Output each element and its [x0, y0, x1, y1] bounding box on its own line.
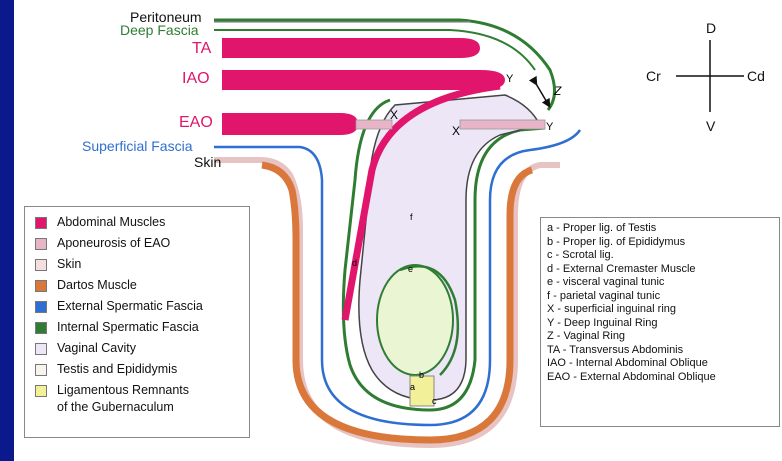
orientation-dorsal: D [706, 20, 716, 36]
iao-muscle [222, 70, 505, 90]
orientation-ventral: V [706, 118, 715, 134]
key-line: f - parietal vaginal tunic [547, 290, 773, 304]
orientation-caudal: Cd [747, 68, 765, 84]
label-deep-fascia: Deep Fascia [120, 23, 199, 37]
label-x-inner: X [452, 124, 460, 138]
label-a: a [410, 380, 415, 394]
key-line: X - superficial inguinal ring [547, 303, 773, 317]
swatch-dartos [35, 280, 47, 292]
label-x-superficial: X [390, 108, 398, 122]
label-superficial-fascia: Superficial Fascia [82, 139, 193, 153]
label-eao: EAO [179, 116, 213, 130]
swatch-internal-spermatic [35, 322, 47, 334]
key-line: e - visceral vaginal tunic [547, 276, 773, 290]
abbreviation-key: a - Proper lig. of Testis b - Proper lig… [540, 217, 780, 427]
label-y-ring: Y [546, 120, 553, 134]
label-d: d [352, 256, 357, 270]
label-c: c [432, 394, 437, 408]
swatch-testis [35, 364, 47, 376]
eao-muscle [222, 113, 358, 135]
eao-aponeurosis-left [356, 120, 392, 129]
label-y-deep: Y [506, 72, 513, 86]
label-ta: TA [192, 42, 211, 56]
eao-aponeurosis-right [460, 120, 545, 129]
key-line: IAO - Internal Abdominal Oblique [547, 357, 773, 371]
color-legend: Abdominal Muscles Aponeurosis of EAO Ski… [24, 206, 250, 438]
key-line: b - Proper lig. of Epididymus [547, 236, 773, 250]
ta-muscle [222, 38, 480, 58]
label-e: e [408, 262, 413, 276]
key-line: a - Proper lig. of Testis [547, 222, 773, 236]
vaginal-ring-arrow [535, 82, 548, 104]
label-f: f [410, 210, 413, 224]
key-line: Z - Vaginal Ring [547, 330, 773, 344]
key-line: EAO - External Abdominal Oblique [547, 371, 773, 385]
label-z: Z [554, 84, 561, 98]
testis [377, 265, 453, 375]
label-b: b [419, 368, 424, 382]
swatch-aponeurosis [35, 238, 47, 250]
key-line: TA - Transversus Abdominis [547, 344, 773, 358]
swatch-gubernaculum [35, 385, 47, 397]
swatch-skin [35, 259, 47, 271]
key-line: c - Scrotal lig. [547, 249, 773, 263]
swatch-vaginal-cavity [35, 343, 47, 355]
label-skin: Skin [194, 155, 221, 169]
swatch-external-spermatic [35, 301, 47, 313]
key-line: d - External Cremaster Muscle [547, 263, 773, 277]
key-line: Y - Deep Inguinal Ring [547, 317, 773, 331]
swatch-abdominal-muscles [35, 217, 47, 229]
label-iao: IAO [182, 72, 210, 86]
orientation-cranial: Cr [646, 68, 661, 84]
